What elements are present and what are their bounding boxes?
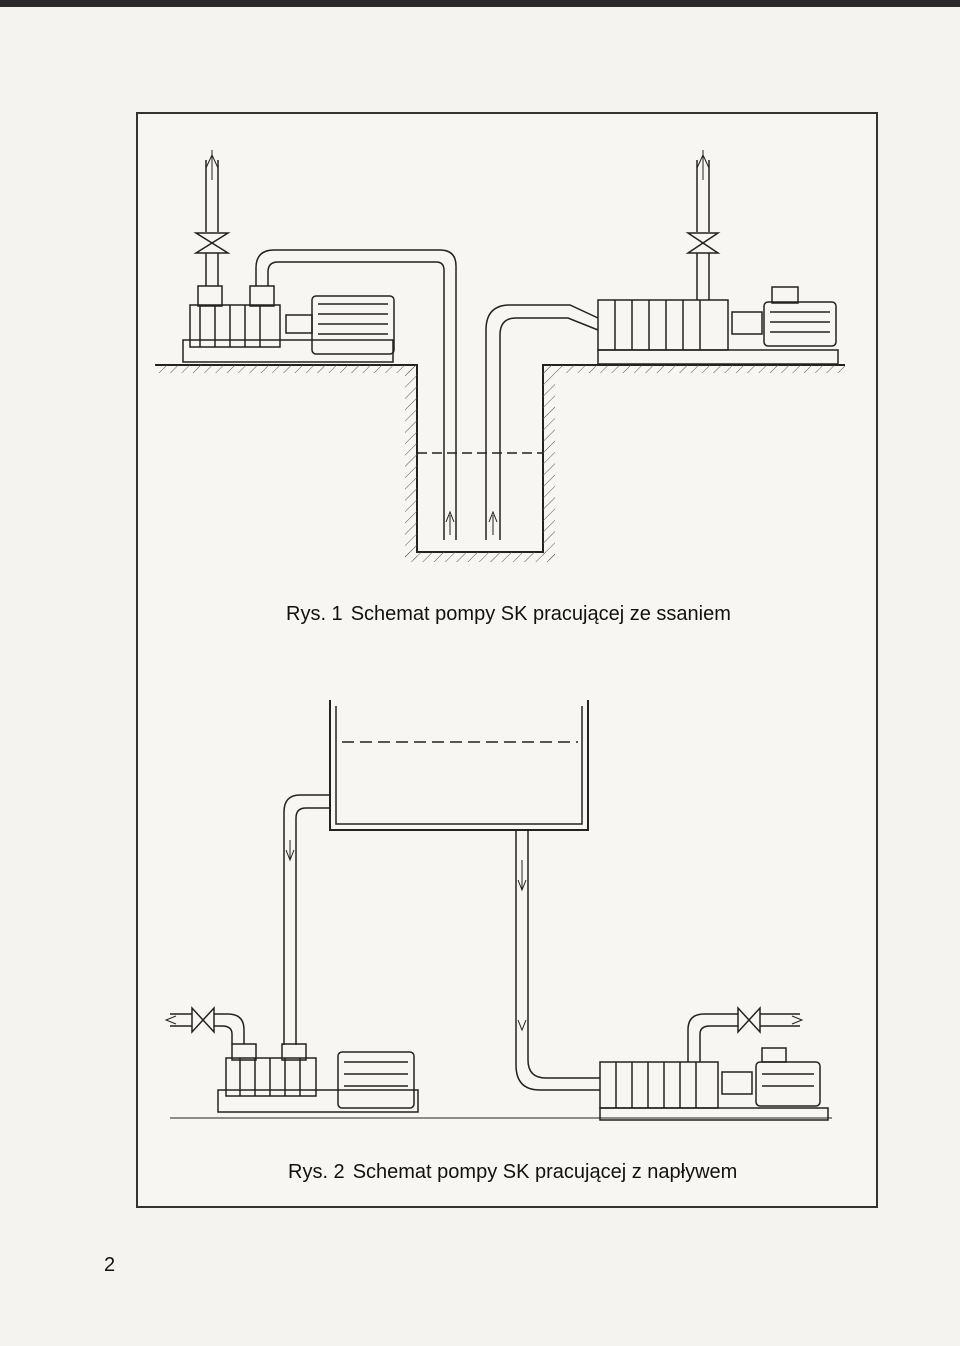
pump-left-suction bbox=[182, 285, 395, 363]
scan-top-edge bbox=[0, 0, 960, 7]
figure-2-caption: Rys. 2 Schemat pompy SK pracującej z napł… bbox=[288, 1161, 737, 1184]
pump-right-inflow bbox=[599, 1047, 829, 1121]
figure-1-caption: Rys. 1 Schemat pompy SK pracującej ze ssa… bbox=[286, 603, 731, 626]
motor-right-2 bbox=[755, 1061, 821, 1107]
valve-left bbox=[193, 232, 231, 254]
discharge-pipe-left-2 bbox=[164, 1006, 245, 1044]
inflow-pipe-left bbox=[283, 794, 330, 1045]
figure-1-label: Rys. 1 bbox=[286, 603, 343, 625]
figure-2-label: Rys. 2 bbox=[288, 1161, 345, 1183]
discharge-pipe-left bbox=[193, 150, 231, 286]
motor-right bbox=[763, 301, 837, 347]
motor-left-2 bbox=[337, 1051, 415, 1109]
page-number: 2 bbox=[104, 1254, 116, 1276]
valve-left-2 bbox=[191, 1006, 215, 1034]
discharge-pipe-right-2 bbox=[687, 1006, 804, 1062]
supply-tank bbox=[329, 700, 589, 831]
discharge-pipe-right bbox=[685, 150, 721, 300]
figure-2-title: Schemat pompy SK pracującej z napływem bbox=[352, 1161, 738, 1183]
valve-right bbox=[685, 232, 721, 254]
pump-right-suction bbox=[485, 286, 839, 540]
inflow-pipe-right bbox=[515, 830, 600, 1091]
ground-with-pit bbox=[155, 364, 845, 562]
suction-pipe-left bbox=[255, 249, 457, 540]
pump-left-inflow bbox=[217, 1043, 419, 1113]
valve-right-2 bbox=[737, 1006, 761, 1034]
figure-1-title: Schemat pompy SK pracującej ze ssaniem bbox=[350, 603, 731, 625]
